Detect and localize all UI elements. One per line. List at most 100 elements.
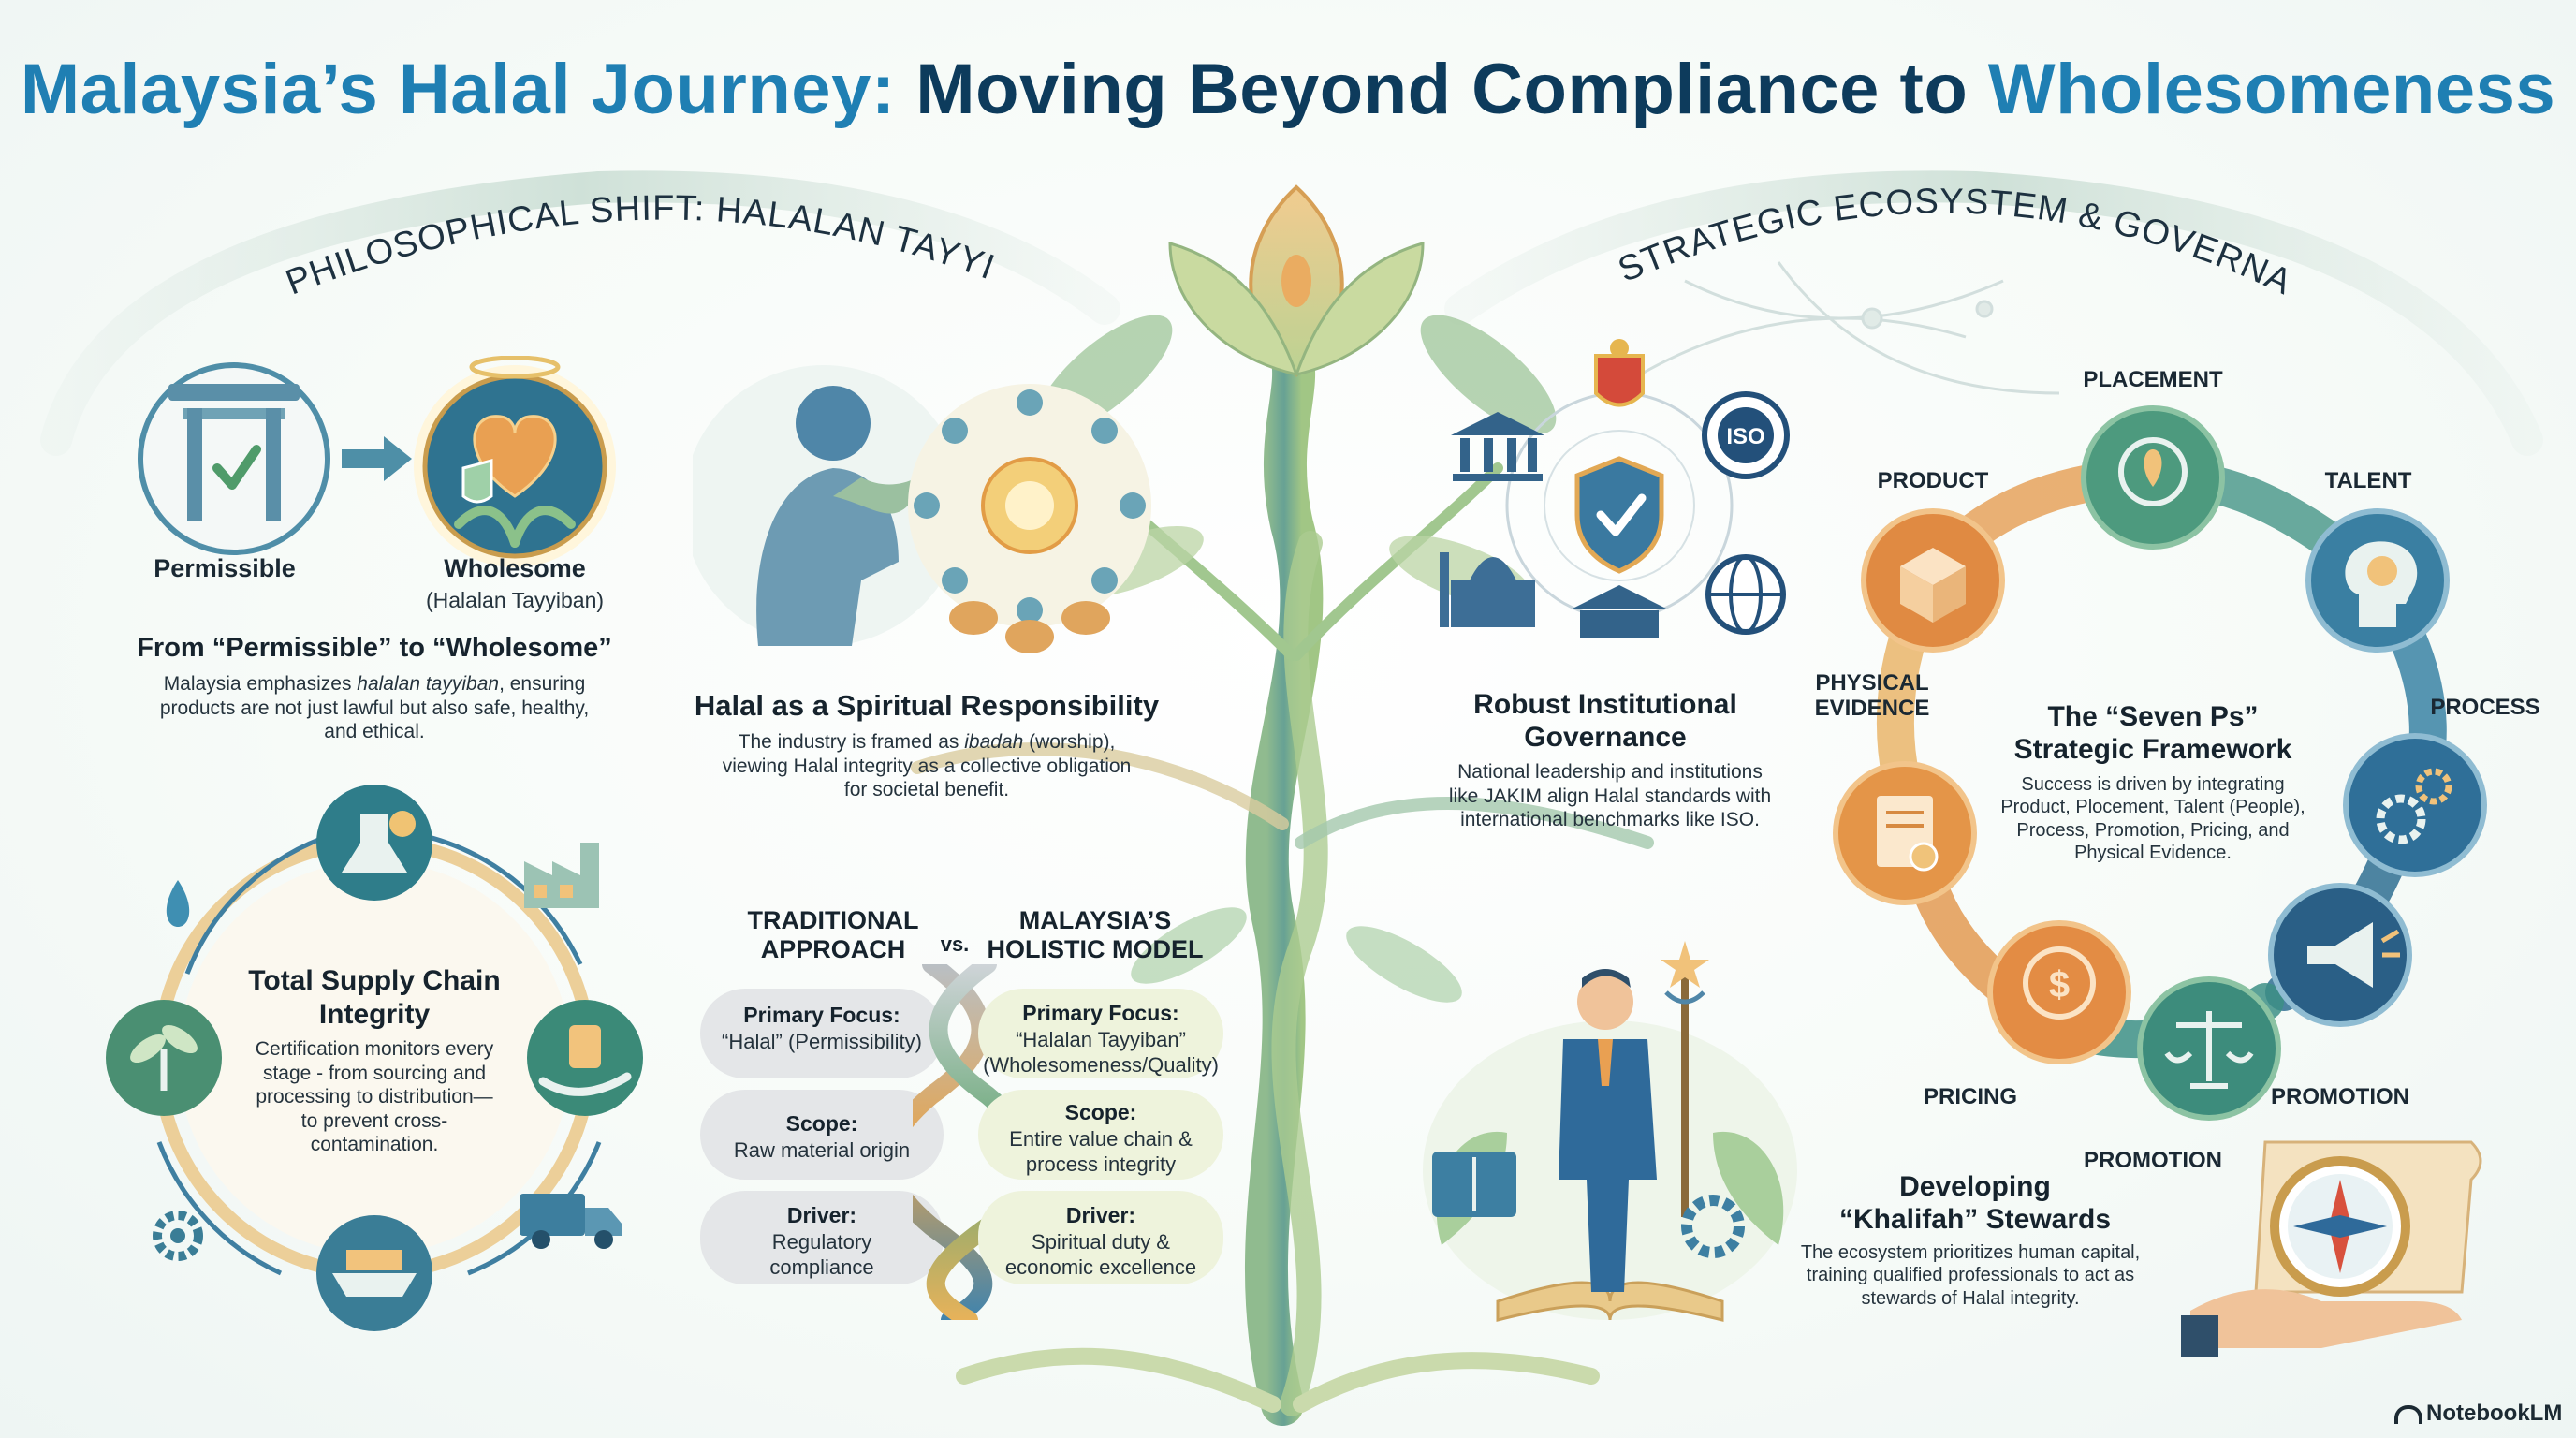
right-arc-band <box>1444 170 2543 456</box>
wholesome-sublabel: (Halalan Tayyiban) <box>425 588 605 612</box>
shift-body-pre: Malaysia emphasizes <box>163 673 358 695</box>
arrow-right-icon <box>342 436 412 481</box>
iso-badge-icon: ISO <box>1702 391 1790 479</box>
shift-heading: From “Permissible” to “Wholesome” <box>137 633 612 663</box>
title-part-2: Moving Beyond Compliance to <box>915 50 1988 129</box>
node-label-product: PRODUCT <box>1877 468 1989 493</box>
title-part-3: Wholesomeness <box>1987 50 2556 129</box>
seven-ps-body: Success is driven by integrating Product… <box>2000 774 2305 864</box>
spiritual-body-italic: ibadah <box>964 731 1024 753</box>
title-part-1: Malaysia’s Halal Journey: <box>20 50 916 129</box>
talent-node <box>2305 508 2450 653</box>
notebooklm-logo-icon <box>2394 1404 2422 1424</box>
shift-body: Malaysia emphasizes halalan tayyiban, en… <box>150 672 599 744</box>
notebooklm-brand: NotebookLM <box>2394 1401 2563 1427</box>
stewards-heading: Developing “Khalifah” Stewards <box>1838 1171 2112 1236</box>
pricing-node: $ <box>1987 920 2131 1064</box>
left-row-2-title: Scope: <box>785 1111 858 1136</box>
comparison-right-row-2: Scope:Entire value chain & process integ… <box>978 1090 1223 1180</box>
spiritual-body-post: (worship), viewing Halal integrity as a … <box>722 731 1132 801</box>
shift-body-italic: halalan tayyiban <box>357 673 500 695</box>
node-label-talent: TALENT <box>2324 468 2412 493</box>
gear-icon-2 <box>1681 1195 1745 1258</box>
spiritual-body: The industry is framed as ibadah (worshi… <box>711 730 1142 802</box>
supply-chain-cycle <box>106 785 643 1331</box>
comparison-left-header: TRADITIONAL APPROACH <box>747 906 919 964</box>
hand-product-icon <box>527 1000 643 1116</box>
comparison-vs: vs. <box>940 932 970 956</box>
gate-icon <box>138 362 330 555</box>
governance-heading: Robust Institutional Governance <box>1473 689 1737 753</box>
node-label-placement: PLACEMENT <box>2083 367 2223 392</box>
bank-icon-2 <box>1573 585 1666 638</box>
spiritual-graphic <box>693 365 1151 653</box>
stewards-body: The ecosystem prioritizes human capital,… <box>1800 1242 2141 1309</box>
wholesome-label: Wholesome <box>444 554 586 582</box>
notebooklm-brand-text: NotebookLM <box>2426 1401 2563 1426</box>
comparison-left-row-2: Scope:Raw material origin <box>700 1090 944 1180</box>
ship-icon <box>316 1215 432 1331</box>
comparison-right-row-3: Driver:Spiritual duty & economic excelle… <box>978 1191 1223 1284</box>
globe-icon <box>1705 554 1786 635</box>
comparison-left-row-1: Primary Focus:“Halal” (Permissibility) <box>700 989 944 1078</box>
leaf-sprout-icon <box>106 1000 222 1116</box>
cycle-arrows <box>156 830 602 1276</box>
comparison-left-row-3: Driver:Regulatory compliance <box>700 1191 944 1284</box>
bank-icon <box>1451 412 1544 481</box>
left-row-3-body: Regulatory compliance <box>769 1229 874 1280</box>
factory-icon <box>524 843 599 908</box>
left-row-2-body: Raw material origin <box>733 1137 911 1162</box>
book-icon <box>1432 1152 1724 1322</box>
megaphone-icon <box>2307 922 2373 988</box>
left-row-1-body: “Halal” (Permissibility) <box>722 1029 922 1053</box>
node-label-promotion-right: PROMOTION <box>2271 1084 2409 1109</box>
compass-hand-icon <box>2181 1140 2482 1357</box>
stewards-graphic <box>1423 941 1797 1322</box>
node-label-physical-evidence: PHYSICAL EVIDENCE <box>1814 670 1930 721</box>
map-pin-icon <box>2144 449 2162 487</box>
permissible-label: Permissible <box>154 554 296 582</box>
left-arc-label: THE PHILOSOPHICAL SHIFT: HALALAN TAYYIBA… <box>0 0 1000 307</box>
permissible-to-wholesome-graphic <box>138 356 616 567</box>
promotion-right-node <box>2268 883 2412 1027</box>
water-drop-icon <box>166 880 190 927</box>
left-row-1-title: Primary Focus: <box>743 1003 900 1027</box>
right-row-1-title: Primary Focus: <box>1022 1001 1179 1025</box>
spiritual-heading: Halal as a Spiritual Responsibility <box>694 689 1160 722</box>
box-icon <box>1900 548 1966 623</box>
product-node <box>1861 508 2005 653</box>
governance-body: National leadership and institutions lik… <box>1448 761 1772 831</box>
process-node <box>2343 733 2487 877</box>
supply-chain-heading: Total Supply Chain Integrity <box>248 965 501 1030</box>
placement-node <box>2081 405 2225 550</box>
community-icon <box>908 384 1151 653</box>
left-arc-band <box>40 170 1120 456</box>
crest-icon <box>1594 339 1645 407</box>
node-label-process: PROCESS <box>2430 695 2540 720</box>
scales-icon <box>2164 1011 2254 1089</box>
right-row-3-body: Spiritual duty & economic excellence <box>1004 1229 1197 1280</box>
right-row-1-body: “Halalan Tayyiban” (Wholesomeness/Qualit… <box>983 1027 1219 1078</box>
page-title: Malaysia’s Halal Journey: Moving Beyond … <box>0 49 2576 130</box>
praying-person-icon <box>756 386 917 646</box>
right-row-3-title: Driver: <box>1065 1203 1136 1227</box>
shield-check-icon <box>1574 456 1664 574</box>
mosque-icon <box>1440 552 1535 627</box>
gear-icon <box>153 1211 203 1261</box>
iso-badge-text: ISO <box>1726 424 1764 449</box>
truck-icon <box>520 1194 622 1249</box>
left-row-3-title: Driver: <box>786 1203 857 1227</box>
right-arc-label: THE STRATEGIC ECOSYSTEM & GOVERNANCE <box>0 0 2298 302</box>
right-row-2-title: Scope: <box>1064 1100 1137 1124</box>
supply-chain-body: Certification monitors every stage - fro… <box>255 1038 494 1156</box>
node-label-promotion-bottom: PROMOTION <box>2084 1148 2222 1173</box>
coins-icon <box>2023 946 2096 1020</box>
governance-graphic: ISO <box>1440 339 1790 638</box>
comparison-right-header: MALAYSIA’S HOLISTIC MODEL <box>987 906 1204 964</box>
right-row-2-body: Entire value chain & process integrity <box>1009 1126 1193 1177</box>
gears-cycle-icon <box>2376 794 2426 844</box>
businessman-icon <box>1559 941 1709 1292</box>
physical-evidence-node <box>1833 761 1977 905</box>
seven-ps-ring: $ <box>1833 405 2487 1121</box>
lab-flask-icon <box>316 785 432 901</box>
